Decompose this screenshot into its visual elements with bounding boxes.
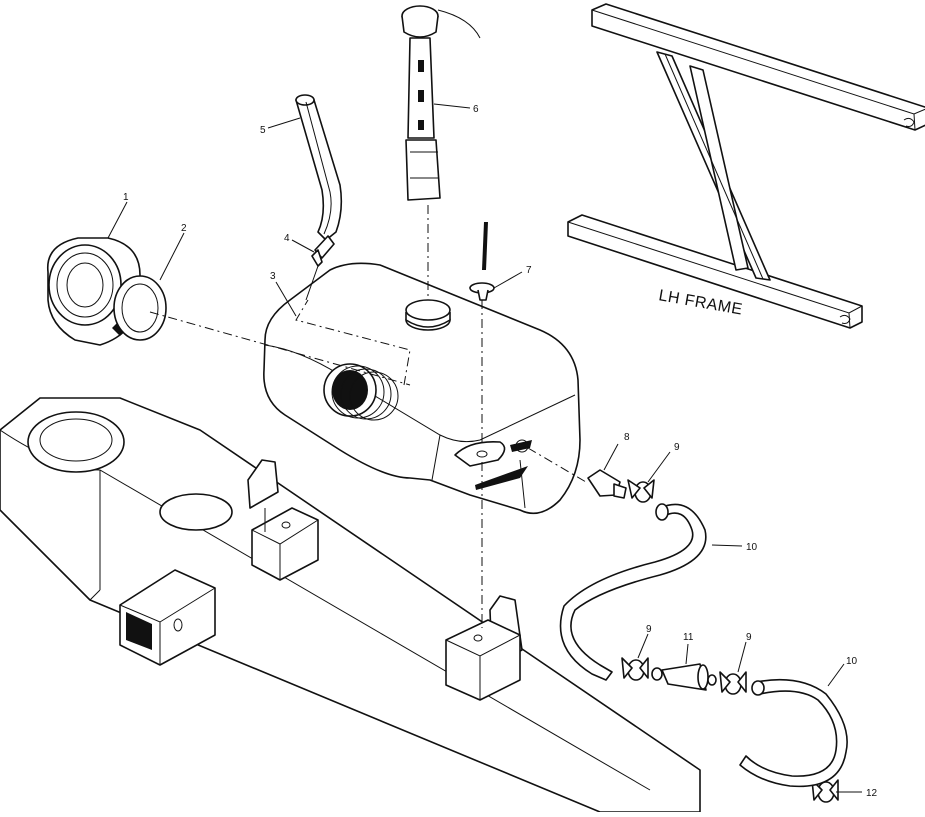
callout-3: 3 — [270, 271, 276, 282]
fuel-hose-lower — [739, 678, 848, 788]
callout-8: 8 — [624, 432, 630, 443]
frame-label: LH FRAME — [657, 287, 744, 318]
callout-1: 1 — [123, 192, 129, 203]
callout-9-left: 9 — [646, 624, 652, 635]
vent-fitting — [305, 235, 335, 301]
callout-10-upper: 10 — [746, 542, 758, 553]
fuel-tank — [263, 262, 581, 515]
mount-bracket-center — [445, 595, 523, 701]
callout-5: 5 — [260, 125, 266, 136]
gasket — [113, 275, 167, 341]
fuel-gauge-sender — [401, 5, 481, 201]
callout-10-lower: 10 — [846, 656, 858, 667]
fuel-hose-upper — [559, 503, 707, 681]
drain-pin — [469, 222, 495, 301]
hose-clamp-left — [621, 657, 649, 681]
callouts: 1 2 3 4 5 6 7 8 9 10 9 11 9 10 12 — [107, 103, 878, 799]
lower-frame-beam — [0, 397, 701, 813]
callout-9-right: 9 — [746, 632, 752, 643]
hose-clamp-right — [719, 671, 747, 695]
mount-bracket-left — [247, 459, 319, 581]
callout-4: 4 — [284, 233, 290, 244]
hose-clamp-top — [627, 479, 655, 503]
hose-clamp-bottom — [811, 779, 839, 803]
vent-hose — [295, 94, 343, 241]
callout-12: 12 — [866, 788, 878, 799]
callout-11: 11 — [683, 632, 694, 643]
callout-7: 7 — [526, 265, 532, 276]
callout-9-top: 9 — [674, 442, 680, 453]
assembly-lines — [149, 205, 587, 628]
fuel-filter — [651, 663, 717, 691]
lh-frame: LH FRAME — [567, 3, 925, 329]
elbow-fitting — [587, 469, 627, 499]
callout-2: 2 — [181, 223, 187, 234]
callout-6: 6 — [473, 104, 479, 115]
